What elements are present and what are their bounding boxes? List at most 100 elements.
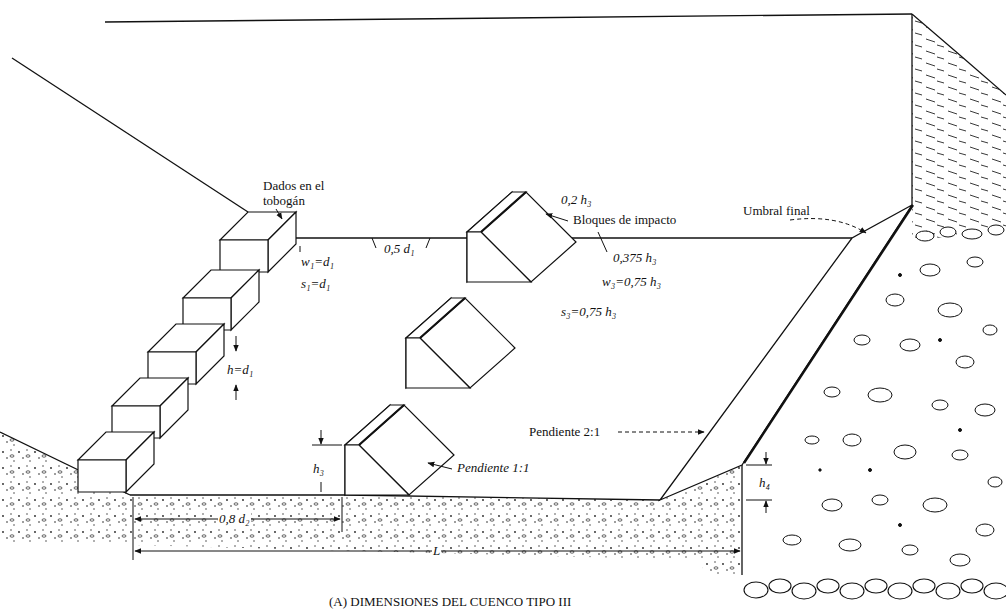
riprap: [952, 450, 968, 460]
dimension-line: [746, 500, 772, 501]
rock-foundation: [961, 579, 983, 593]
leader-line: [790, 219, 866, 233]
leader-line: [618, 432, 704, 433]
riprap: [920, 264, 940, 276]
dimension-label: w₃=0,75 h₃: [601, 274, 662, 289]
backfill: [912, 14, 1006, 241]
backfill: [912, 14, 1006, 240]
riprap: [843, 434, 861, 446]
rock-foundation: [913, 579, 935, 593]
impact-block: [345, 445, 409, 495]
dimension-line: [321, 482, 322, 492]
dimension-label: L: [432, 543, 441, 558]
backfill: [962, 229, 982, 239]
riprap: [854, 335, 870, 345]
callout-label: Dados en el tobogán: [262, 178, 356, 208]
end-sill: [660, 205, 912, 500]
riprap: [983, 325, 997, 335]
chute-block: [78, 460, 126, 492]
basin-walls: [911, 14, 912, 206]
dimension-label: h=d₁: [226, 362, 254, 377]
rock-foundation: [865, 579, 887, 593]
leader-line: [276, 209, 866, 469]
riprap: [839, 539, 861, 551]
backfill: [988, 225, 1004, 235]
end-sill: [660, 205, 913, 500]
riprap: [959, 429, 962, 432]
dimension-label: w₁=d₁: [300, 254, 335, 269]
dimension-line: [342, 497, 343, 532]
riprap: [899, 274, 902, 277]
dimension-line: [300, 246, 301, 252]
callout-label: Pendiente 1:1: [456, 460, 531, 475]
dimension-line: [133, 232, 772, 560]
riprap: [822, 499, 842, 511]
riprap: [819, 469, 821, 471]
concrete-slab: [741, 465, 742, 575]
end-sill: [744, 205, 913, 463]
dimension-label: s₁=d₁: [300, 276, 331, 291]
dimension-line: [236, 336, 237, 351]
riprap: [872, 495, 888, 505]
backfill: [940, 227, 956, 237]
impact-block: [467, 232, 531, 282]
dimension-label: 0,2 h₃: [560, 192, 593, 207]
chute-block: [231, 270, 259, 330]
riprap: [868, 388, 892, 402]
riprap: [950, 554, 970, 566]
concrete-slab: [130, 495, 660, 500]
callout-label: Umbral final: [742, 203, 811, 218]
rock-foundation: [984, 583, 1006, 599]
impact-block: [481, 192, 526, 232]
riprap: [783, 535, 801, 545]
dimension-label: h₄: [758, 475, 771, 490]
impact-block: [345, 192, 576, 495]
basin-walls: [12, 14, 912, 238]
riprap: [975, 404, 995, 416]
riprap: [894, 445, 916, 459]
dimension-line: [321, 430, 322, 444]
rock-foundation: [744, 582, 768, 598]
riprap: [902, 545, 918, 555]
dimension-line: [766, 452, 767, 464]
rock-foundation: [744, 579, 1006, 599]
dimension-label: 0,5 d₁: [383, 241, 416, 256]
figure-caption: (A) DIMENSIONES DEL CUENCO TIPO III: [329, 594, 571, 609]
impact-block: [406, 298, 465, 338]
dimension-line: [133, 497, 134, 560]
impact-block: [345, 405, 404, 445]
dimension-label: 0,375 h₃: [612, 250, 658, 265]
riprap: [939, 339, 942, 342]
chute-block: [268, 212, 296, 272]
riprap: [938, 303, 962, 317]
dimension-line: [746, 465, 772, 466]
callout-label: Pendiente 2:1: [528, 424, 601, 439]
leader-line: [428, 463, 452, 469]
riprap: [899, 524, 902, 527]
chute-block: [160, 378, 188, 438]
backfill: [916, 231, 934, 241]
leader-line: [276, 209, 282, 219]
riprap: [923, 498, 947, 512]
dimension-label: h₃: [312, 461, 325, 476]
impact-block: [420, 298, 465, 338]
dimension-line: [598, 232, 607, 252]
dimension-line: [372, 238, 376, 248]
rock-foundation: [840, 583, 864, 599]
leader-line: [546, 214, 568, 221]
riprap: [805, 436, 819, 444]
chute-block: [196, 324, 224, 384]
rock-foundation: [936, 583, 960, 599]
riprap: [967, 257, 983, 267]
impact-block: [467, 192, 526, 232]
concrete-slab: [130, 465, 742, 575]
riprap: [988, 477, 1002, 487]
callout-label: Bloques de impacto: [572, 212, 677, 227]
riprap: [956, 356, 974, 368]
dimension-label: 0,8 d₂: [218, 511, 251, 526]
impact-block: [406, 338, 470, 388]
riprap: [886, 294, 904, 306]
chute-block: [78, 212, 296, 492]
riprap: [932, 400, 948, 410]
